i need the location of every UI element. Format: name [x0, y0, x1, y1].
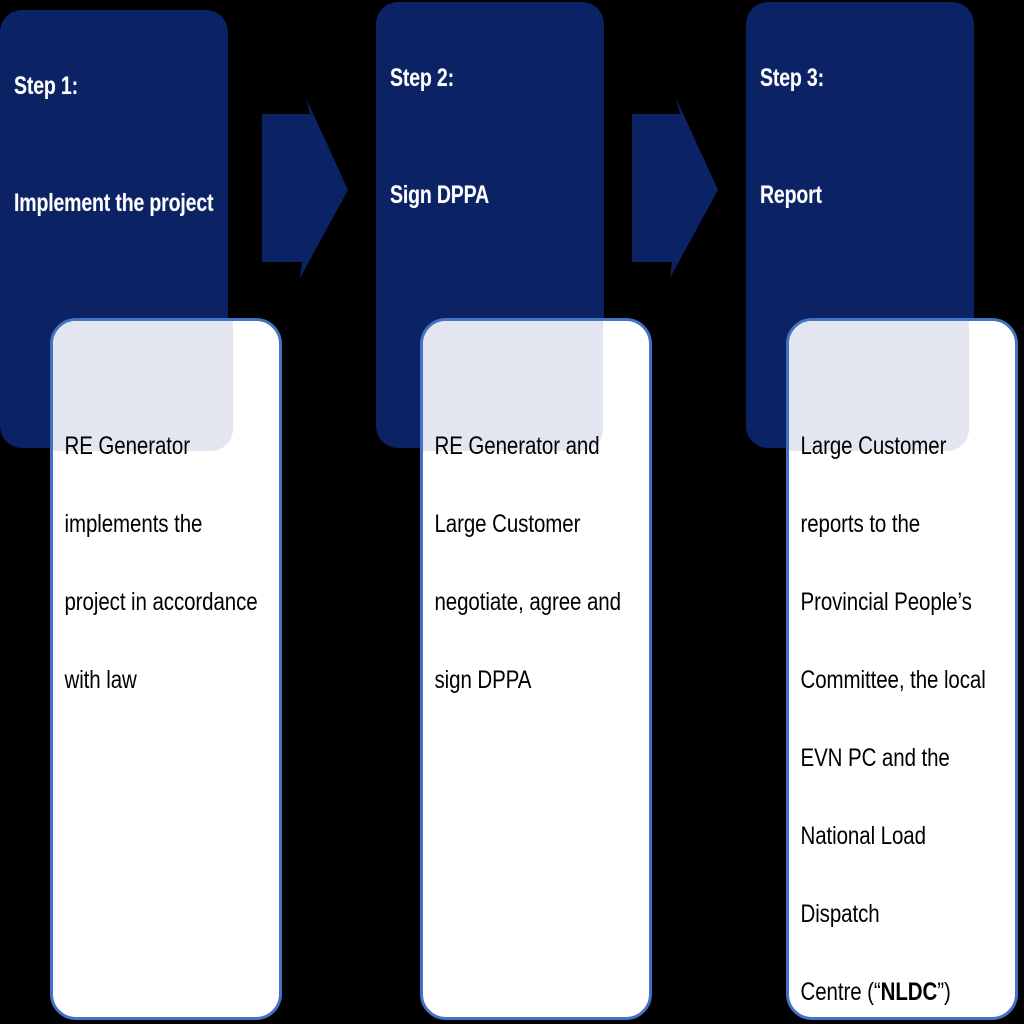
detail-line: implements the — [64, 510, 203, 538]
detail-card-step-2-text: RE Generator and Large Customer negotiat… — [423, 321, 649, 719]
step-1-title: Implement the project — [14, 188, 214, 217]
detail-line: project in accordance — [64, 588, 258, 616]
highlight-band-3 — [789, 321, 969, 451]
detail-line: sign DPPA — [434, 666, 532, 694]
step-2-title: Sign DPPA — [390, 180, 489, 209]
detail-line: Committee, the local — [800, 666, 986, 694]
detail-card-step-1: RE Generator implements the project in a… — [50, 318, 282, 1020]
text-top-spacer — [434, 321, 637, 407]
detail-line: reports to the — [800, 510, 921, 538]
detail-line: National Load Dispatch — [800, 822, 926, 928]
detail-card-step-1-text: RE Generator implements the project in a… — [53, 321, 279, 719]
detail-line: with law — [64, 666, 137, 694]
step-3-number-label: Step 3: — [760, 64, 824, 92]
highlight-band-2 — [423, 321, 603, 451]
detail-line: Provincial People’s — [800, 588, 972, 616]
text-top-spacer — [64, 321, 267, 407]
detail-line: EVN PC and the — [800, 744, 950, 772]
detail-card-step-3: Large Customer reports to the Provincial… — [786, 318, 1018, 1020]
text-top-spacer — [800, 321, 1003, 407]
nldc-prefix: Centre (“ — [800, 978, 881, 1006]
detail-card-step-2: RE Generator and Large Customer negotiat… — [420, 318, 652, 1020]
nldc-suffix: ”) — [937, 978, 951, 1006]
highlight-band-1 — [53, 321, 233, 451]
detail-line: RE Generator — [64, 432, 190, 460]
detail-line: Large Customer — [800, 432, 947, 460]
arrow-step1-to-step2-icon — [262, 98, 348, 278]
step-1-number-label: Step 1: — [14, 72, 78, 100]
step-2-number-label: Step 2: — [390, 64, 454, 92]
nldc-abbreviation: NLDC — [880, 978, 938, 1006]
step-3-title: Report — [760, 180, 822, 209]
detail-card-step-3-text: Large Customer reports to the Provincial… — [789, 321, 1015, 1017]
detail-line: Large Customer — [434, 510, 581, 538]
detail-line: negotiate, agree and — [434, 588, 621, 616]
detail-line: RE Generator and — [434, 432, 600, 460]
arrow-step2-to-step3-icon — [632, 98, 718, 278]
detail-line-nldc: Centre (“NLDC”) — [800, 978, 950, 1006]
